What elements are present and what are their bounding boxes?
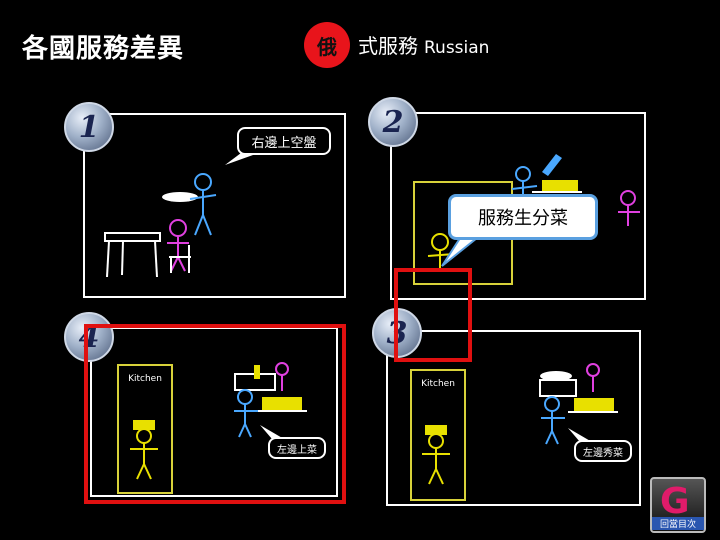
bubble-tail	[260, 425, 284, 439]
food-tray-icon	[257, 397, 307, 412]
logo-g-icon: G	[660, 481, 690, 522]
guest-figure-icon	[275, 362, 289, 391]
dish-icon	[254, 365, 260, 379]
panel-3-illustration	[422, 363, 618, 485]
speech-bubble: 服務生分菜	[448, 194, 598, 240]
plate-icon	[162, 192, 198, 202]
language-badge: 俄	[304, 22, 350, 68]
table-icon	[104, 232, 161, 278]
guest-figure-icon	[618, 190, 640, 226]
kitchen-label: Kitchen	[421, 379, 455, 389]
waiter-figure-icon	[234, 389, 258, 438]
page-title: 各國服務差異	[22, 34, 185, 64]
bubble-tail	[568, 428, 592, 442]
guest-figure-icon	[586, 363, 600, 392]
page-subtitle: 式服務 Russian	[358, 30, 489, 59]
step-number-2: 2	[368, 97, 418, 147]
guest-figure-icon	[167, 219, 189, 272]
panel-step-4: Kitchen 左邊上菜	[90, 327, 338, 497]
speech-bubble: 右邊上空盤	[237, 127, 331, 155]
panel-4-illustration	[130, 362, 307, 480]
food-tray-icon	[568, 398, 618, 413]
plate-icon	[540, 371, 572, 381]
waiter-figure-icon	[189, 173, 217, 236]
subtitle-english: Russian	[424, 38, 490, 58]
panel-step-1: 右邊上空盤	[83, 113, 346, 298]
speech-bubble: 左邊秀菜	[574, 440, 632, 462]
chef-figure-icon	[422, 425, 450, 485]
chef-figure-icon	[130, 420, 158, 480]
chair-icon	[169, 245, 191, 273]
table-icon	[539, 379, 577, 397]
step-number-4: 4	[64, 312, 114, 362]
food-tray-icon	[532, 180, 582, 193]
speech-bubble: 左邊上菜	[268, 437, 326, 459]
subtitle-text: 式服務	[358, 34, 418, 58]
waiter-figure-icon	[541, 396, 565, 445]
back-to-index-label: 回當目次	[652, 517, 704, 530]
kitchen-label: Kitchen	[128, 374, 162, 384]
highlight-frame	[84, 324, 346, 504]
back-to-index-button[interactable]: G 回當目次	[650, 477, 706, 533]
step-number-1: 1	[64, 102, 114, 152]
serving-utensil-icon	[542, 154, 562, 176]
highlight-frame	[394, 268, 472, 362]
